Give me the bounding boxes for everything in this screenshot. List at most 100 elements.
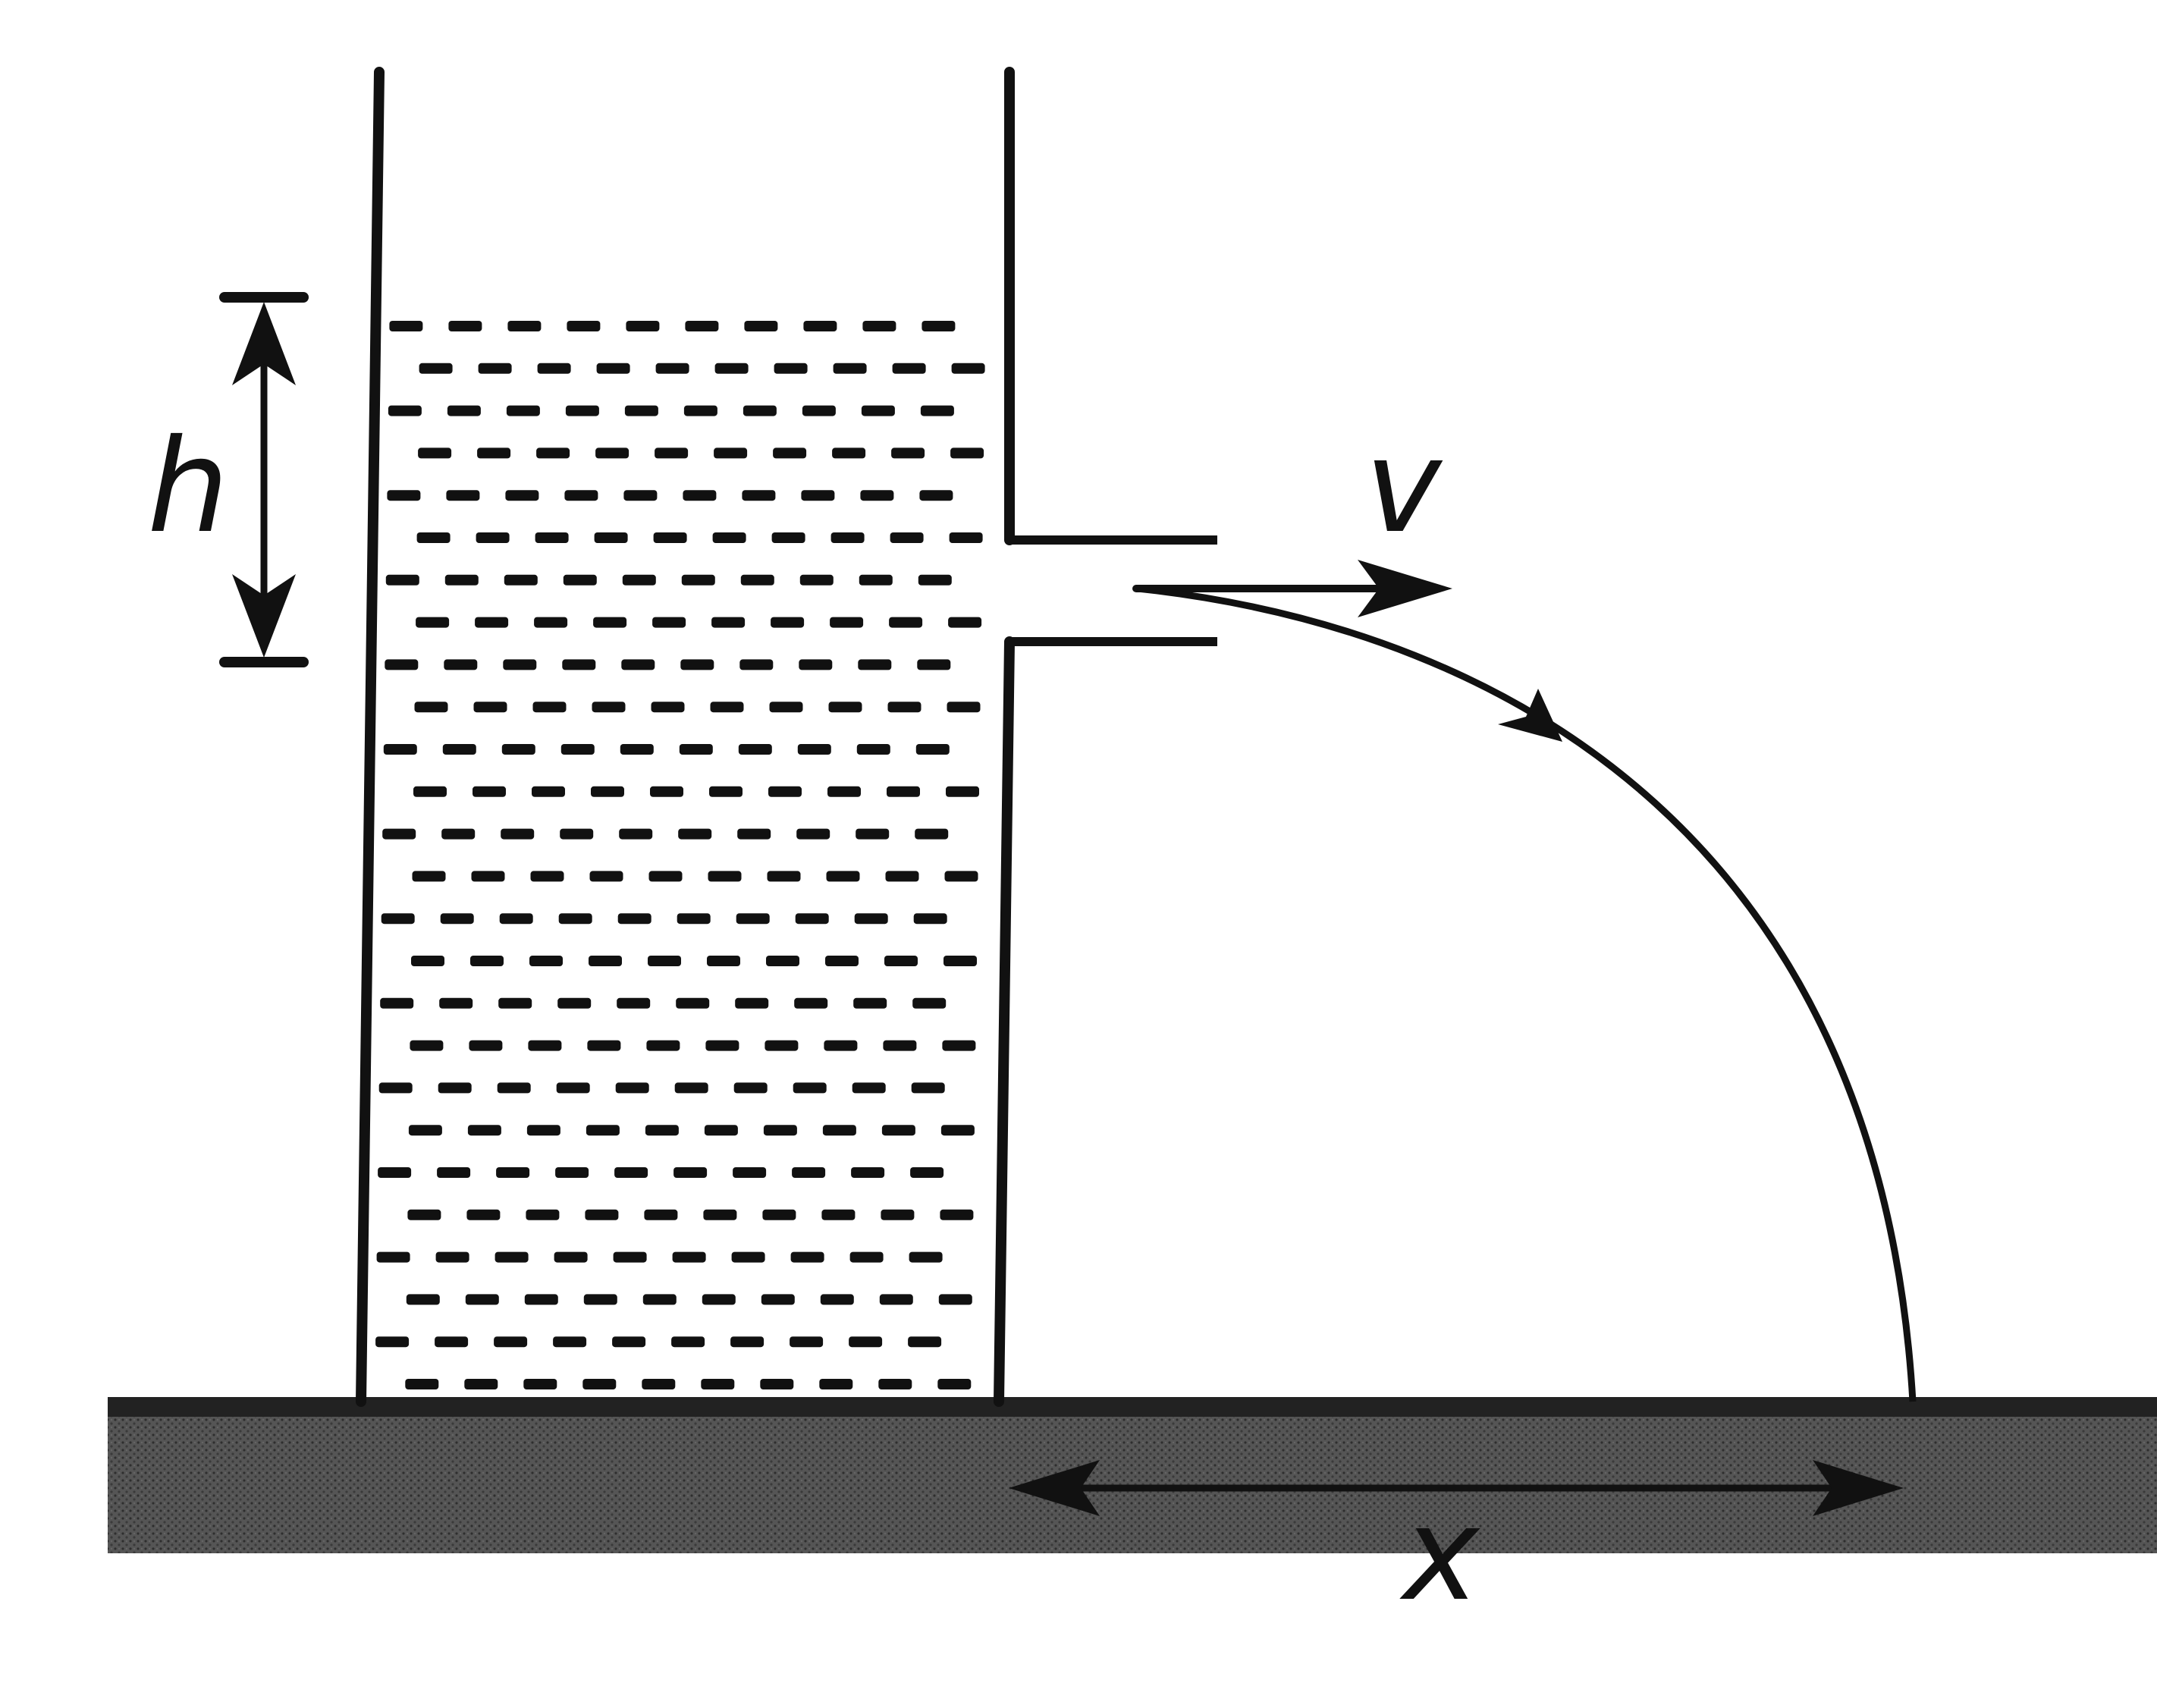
water-dash <box>828 702 862 713</box>
water-dash <box>714 447 748 459</box>
water-dash <box>683 490 717 501</box>
water-dash <box>617 997 651 1009</box>
water-dash <box>680 659 714 670</box>
water-dash <box>766 956 799 966</box>
water-dash <box>885 871 919 882</box>
water-dash <box>410 1040 444 1051</box>
water-dash <box>792 1167 826 1178</box>
water-dash <box>523 1379 557 1389</box>
ground-surface <box>108 1397 2157 1553</box>
water-dash <box>619 828 653 840</box>
water-dash <box>651 702 685 713</box>
water-dash <box>946 786 979 797</box>
water-dash <box>859 574 893 586</box>
water-dash <box>943 956 977 966</box>
water-dash <box>413 786 447 797</box>
trajectory-direction-arrowhead <box>1498 689 1562 742</box>
water-dash <box>558 913 592 925</box>
water-dash <box>408 1125 442 1136</box>
water-dash <box>796 828 830 840</box>
water-dash <box>949 532 983 543</box>
water-dash <box>879 1294 913 1305</box>
water-dash <box>532 702 567 713</box>
water-dash <box>555 1167 589 1178</box>
water-dash <box>685 321 719 331</box>
water-dash <box>714 363 749 374</box>
height-arrowhead-down <box>232 574 296 658</box>
water-dash <box>681 574 715 586</box>
water-dash <box>851 1167 885 1178</box>
water-dash <box>582 1379 617 1389</box>
water-dash <box>501 828 535 840</box>
water-dash <box>852 1082 886 1094</box>
water-dash <box>477 447 511 459</box>
water-dash <box>444 574 479 586</box>
water-dash <box>499 913 533 925</box>
water-dash <box>672 1251 706 1263</box>
water-dash <box>702 1294 736 1305</box>
water-dash <box>652 617 686 628</box>
water-dash <box>912 997 947 1009</box>
velocity-label: v <box>1365 412 1443 562</box>
water-dash <box>473 702 507 713</box>
water-dash <box>501 744 535 755</box>
water-dash <box>744 321 778 331</box>
water-dash <box>646 1040 680 1051</box>
water-dash <box>735 997 769 1009</box>
range-arrowhead-right <box>1813 1460 1904 1516</box>
water-dash <box>624 405 658 416</box>
water-dash <box>830 617 864 628</box>
water-dash <box>890 532 924 543</box>
water-dash <box>712 532 746 543</box>
water-dash <box>799 659 833 670</box>
water-dash <box>819 1379 853 1389</box>
water-dash <box>648 956 681 966</box>
water-dash <box>498 997 532 1009</box>
water-dash <box>554 1251 588 1263</box>
water-dash <box>944 871 978 882</box>
water-dash <box>887 786 920 797</box>
water-dash <box>767 871 801 882</box>
water-dash <box>881 1125 915 1136</box>
water-dash <box>820 1294 854 1305</box>
water-dash <box>469 1040 503 1051</box>
water-body <box>375 321 985 1389</box>
water-dash <box>503 659 537 670</box>
water-dash <box>470 956 504 966</box>
water-dash <box>496 1167 530 1178</box>
water-dash <box>589 956 622 966</box>
water-dash <box>537 363 571 374</box>
water-dash <box>441 828 476 840</box>
water-dash <box>827 786 861 797</box>
water-dash <box>476 532 510 543</box>
water-dash <box>653 532 687 543</box>
water-dash <box>743 405 777 416</box>
water-dash <box>676 997 710 1009</box>
water-dash <box>854 913 888 925</box>
water-dash <box>446 490 480 501</box>
water-dash <box>412 871 446 882</box>
water-dash <box>536 447 570 459</box>
water-dash <box>671 1336 705 1348</box>
water-dash <box>950 447 984 459</box>
water-dash <box>615 1082 649 1094</box>
water-dash <box>799 574 834 586</box>
water-dash <box>830 532 865 543</box>
water-dash <box>771 617 805 628</box>
water-dash <box>506 405 540 416</box>
tank-right-wall-lower <box>994 636 1015 1407</box>
water-dash <box>704 1125 738 1136</box>
water-dash <box>444 659 478 670</box>
water-dash <box>913 913 947 925</box>
water-dash <box>731 1251 765 1263</box>
water-dash <box>595 447 630 459</box>
water-dash <box>802 405 836 416</box>
water-dash <box>505 490 539 501</box>
water-dash <box>556 1082 590 1094</box>
water-dash <box>438 1082 472 1094</box>
ground-top-edge <box>108 1397 2157 1417</box>
water-dash <box>938 1294 972 1305</box>
range-arrowhead-left <box>1009 1460 1100 1516</box>
water-dash <box>915 828 949 840</box>
